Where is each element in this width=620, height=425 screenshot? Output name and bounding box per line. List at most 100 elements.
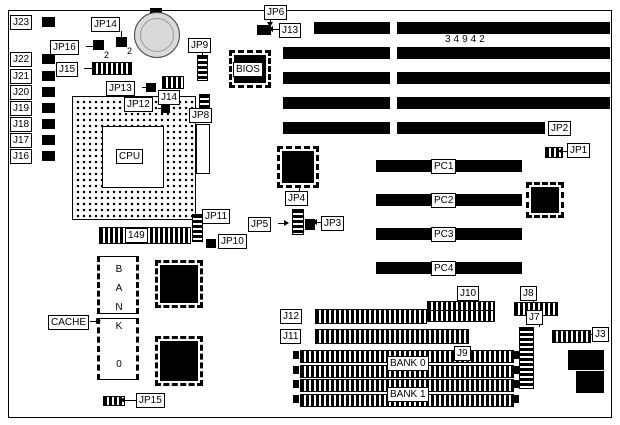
label-j9: J9: [454, 346, 471, 361]
label-jp12: JP12: [124, 97, 153, 112]
regulator: [196, 124, 210, 174]
cache-chip-1: [97, 256, 139, 314]
label-jp14: JP14: [91, 17, 120, 32]
label-j14: J14: [158, 90, 181, 105]
connector-j16: [42, 151, 55, 161]
label-jp2: JP2: [548, 121, 572, 136]
label-jp16: JP16: [50, 40, 79, 55]
leader-jp1: [562, 151, 567, 152]
label-j8: J8: [520, 286, 537, 301]
isa-slot-1a: [314, 22, 390, 34]
isa-slot-1b: [397, 22, 610, 34]
connector-jp6-j13: [257, 25, 271, 35]
label-jp9: JP9: [188, 38, 212, 53]
leader-jp12: [158, 108, 161, 109]
jumper-jp8: [199, 94, 210, 109]
connector-j3: [552, 330, 591, 343]
label-j22: J22: [10, 52, 33, 67]
label-j23: J23: [10, 15, 33, 30]
leader-jp14: [121, 31, 122, 37]
leader-cache: [90, 321, 96, 322]
pin2-marker-b: 2: [127, 46, 133, 56]
arrow-jp5: [284, 220, 289, 226]
connector-j11: [315, 329, 469, 344]
jumper-jp4-block: [292, 209, 304, 235]
isa-slot-4a: [283, 97, 390, 109]
leader-jp16: [86, 46, 93, 47]
cache-bank-vertical-label: B A N K 0: [115, 264, 123, 370]
connector-j15: [92, 62, 132, 75]
leader-j3: [589, 334, 592, 335]
simm-latch: [293, 351, 299, 359]
label-jp3: JP3: [321, 216, 345, 231]
label-j15: J15: [56, 62, 79, 77]
label-jp6: JP6: [264, 5, 288, 20]
label-j18: J18: [10, 117, 33, 132]
jumper-jp13: [146, 83, 156, 92]
arrow-cache: [96, 318, 101, 324]
simm-latch: [293, 380, 299, 388]
label-jp13: JP13: [106, 81, 135, 96]
keyboard-connector-top: [568, 350, 604, 370]
simm-latch: [513, 351, 519, 359]
leader-j15: [84, 68, 92, 69]
cache-chip-2: [97, 318, 139, 380]
leader-j8: [533, 300, 534, 302]
isa-slot-5b: [397, 122, 545, 134]
pin2-marker-a: 2: [104, 50, 110, 60]
label-j11: J11: [280, 329, 302, 344]
jumper-jp12: [161, 105, 170, 113]
connector-j7: [519, 327, 534, 389]
label-pc2: PC2: [431, 193, 457, 208]
label-jp8: JP8: [189, 108, 213, 123]
leader-jp13: [142, 87, 146, 88]
leader-j7: [539, 324, 540, 327]
simm-latch: [293, 395, 299, 403]
simm-latch: [513, 366, 519, 374]
arrow-jp1: [558, 148, 563, 154]
battery-ring: [140, 18, 174, 52]
label-jp5: JP5: [248, 217, 272, 232]
label-cpu: CPU: [116, 149, 144, 164]
connector-j21: [42, 71, 55, 81]
arrow-jp3: [312, 219, 317, 225]
isa-slot-3a: [283, 72, 390, 84]
label-cache: CACHE: [48, 315, 90, 330]
isa-slot-3b: [397, 72, 610, 84]
leader-jp6: [270, 18, 271, 23]
leader-jp5: [278, 223, 284, 224]
connector-j17: [42, 135, 55, 145]
leader-jp9: [202, 52, 203, 55]
label-pc1: PC1: [431, 159, 457, 174]
label-j12: J12: [280, 309, 303, 324]
leader-j13: [273, 29, 279, 30]
connector-j14: [162, 76, 184, 89]
connector-j20: [42, 87, 55, 97]
jumper-jp3-block: [305, 219, 315, 230]
chip-jp4: [277, 146, 319, 188]
connector-jp11: [192, 214, 203, 242]
label-bank1: BANK 1: [387, 387, 429, 402]
label-j13: J13: [279, 23, 302, 38]
arrow-j13: [268, 26, 273, 32]
label-j19: J19: [10, 101, 33, 116]
label-j10: J10: [457, 286, 480, 301]
label-j20: J20: [10, 85, 33, 100]
label-pc4: PC4: [431, 261, 457, 276]
isa-slot-5a: [283, 122, 390, 134]
jumper-jp16: [93, 40, 104, 50]
chip-mid-2: [155, 336, 203, 386]
simm-latch: [513, 380, 519, 388]
chip-right: [526, 182, 564, 218]
connector-j10-row2: [427, 310, 495, 322]
leader-jp3: [317, 222, 321, 223]
leader-jp15: [125, 400, 136, 401]
label-bank0: BANK 0: [387, 356, 429, 371]
label-149: 149: [125, 228, 148, 243]
label-j17: J17: [10, 133, 33, 148]
jumper-jp10: [206, 239, 216, 248]
label-pc3: PC3: [431, 227, 457, 242]
label-jp15: JP15: [136, 393, 165, 408]
label-j16: J16: [10, 149, 33, 164]
